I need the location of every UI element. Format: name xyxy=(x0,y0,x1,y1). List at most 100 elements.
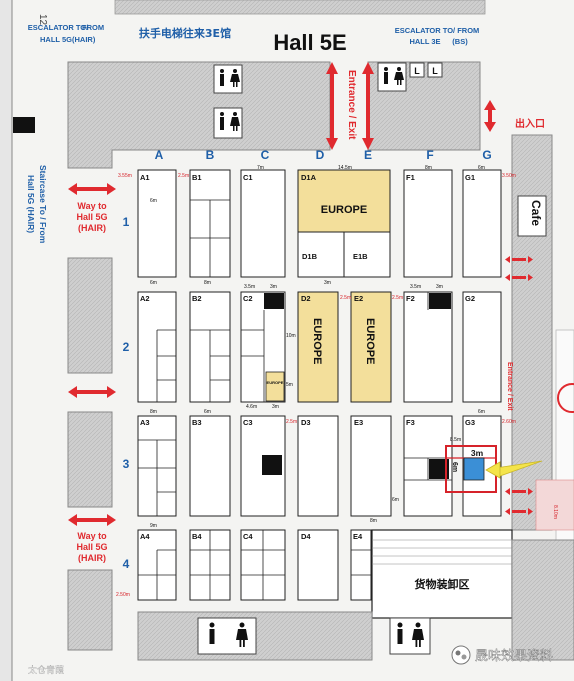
left-grey-block-3 xyxy=(67,569,113,651)
escalator-3e-line3: (BS) xyxy=(452,37,468,46)
toilet-icon xyxy=(220,69,240,87)
row-3-header: 3 xyxy=(123,457,130,471)
cafe-label: Cafe xyxy=(529,200,543,226)
booth-a1[interactable] xyxy=(137,169,177,278)
booth-d2[interactable] xyxy=(297,291,339,403)
booth-e4[interactable] xyxy=(350,529,372,601)
watermark-left-text: 太仓青葭 xyxy=(28,664,64,676)
chinese-escalator-label: 扶手电梯往来3E馆 xyxy=(139,26,231,40)
far-right-circle xyxy=(557,383,574,413)
dim-c2-10m: 10m xyxy=(286,333,296,339)
dim-e3-bottom: 8m xyxy=(370,518,377,524)
cargo-area xyxy=(371,529,513,619)
highlight-depth-label: 6m xyxy=(451,462,458,472)
dim-e2-f2: 2.5m xyxy=(392,295,403,301)
column-f-header: F xyxy=(426,148,433,162)
booth-g2[interactable] xyxy=(462,291,502,403)
dim-far-right: 8.10m xyxy=(552,505,558,519)
entrance-exit-label: Entrance / Exit xyxy=(346,70,357,140)
c2-black-block xyxy=(264,293,284,309)
staircase-line1: Staircase To / From xyxy=(38,165,48,244)
toilet-icon xyxy=(384,67,404,85)
booth-g1[interactable] xyxy=(462,169,502,278)
escalator-5g-line4: (HAIR) xyxy=(72,35,96,44)
row-1-header: 1 xyxy=(123,215,130,229)
entrance-exit-right-label: Entrance / Exit xyxy=(506,362,513,411)
way-to-5g-bottom-arrow xyxy=(68,514,116,526)
left-mid-arrow xyxy=(68,386,116,398)
chukou-label: 出入口 xyxy=(515,117,545,130)
booth-d4-label: D4 xyxy=(301,532,311,541)
right-top-arrow xyxy=(484,100,496,132)
c2-europe-booth[interactable] xyxy=(265,371,285,402)
dim-g1-top: 6m xyxy=(478,165,485,171)
highlighted-booth[interactable] xyxy=(463,457,485,481)
booth-e2[interactable] xyxy=(350,291,392,403)
booth-e2-label: E2 xyxy=(354,294,363,303)
staircase-line2: Hall 5G (HAIR) xyxy=(26,175,36,233)
lift-box-2 xyxy=(427,62,443,78)
booth-a4-label: A4 xyxy=(140,532,150,541)
booth-b2-label: B2 xyxy=(192,294,202,303)
way-to-5g-bottom-line2: Hall 5G xyxy=(76,542,107,552)
way-to-5g-top-line1: Way to xyxy=(77,201,107,211)
booth-g2-label: G2 xyxy=(465,294,475,303)
escalator-3e-line1: ESCALATOR TO/ FROM xyxy=(395,26,480,35)
booth-e3[interactable] xyxy=(350,415,392,517)
cargo-stripes xyxy=(372,539,512,565)
booth-b3[interactable] xyxy=(189,415,231,517)
europe-label-d2: EUROPE xyxy=(311,318,323,364)
dim-left-bottom: 2.50m xyxy=(116,592,130,598)
column-g-header: G xyxy=(482,148,491,162)
service-core-left xyxy=(67,61,331,169)
booth-d4[interactable] xyxy=(297,529,339,601)
dim-f3-6m: 6m xyxy=(392,497,399,503)
dim-b-row23: 6m xyxy=(204,409,211,415)
booth-e3-label: E3 xyxy=(354,418,363,427)
booth-f2[interactable] xyxy=(403,291,453,403)
booth-d2-label: D2 xyxy=(301,294,311,303)
lift-box-1 xyxy=(409,62,425,78)
f3-black-block xyxy=(429,459,449,479)
dim-f1-top: 8m xyxy=(425,165,432,171)
booth-g3-label: G3 xyxy=(465,418,475,427)
booth-b3-label: B3 xyxy=(192,418,202,427)
row-1: A1 B1 C1 D1A EUROPE D1B E1B F1 G1 xyxy=(137,169,502,278)
top-escalator-strip xyxy=(114,0,486,15)
column-b-header: B xyxy=(206,148,215,162)
c3-black-block xyxy=(262,455,282,475)
dim-c2-35: 3.5m xyxy=(244,284,255,290)
row-4: A4 B4 C4 D4 E4 xyxy=(137,529,372,601)
escalator-5g-line2: FROM xyxy=(82,23,104,32)
escalator-3e-line2: HALL 3E xyxy=(409,37,440,46)
booth-f1-label: F1 xyxy=(406,173,415,182)
dim-left-top: 3.55m xyxy=(118,173,132,179)
column-c-header: C xyxy=(261,148,270,162)
dim-d2-e2: 2.5m xyxy=(340,295,351,301)
booth-d1a[interactable] xyxy=(297,169,391,233)
booth-a1-label: A1 xyxy=(140,173,150,182)
way-to-5g-bottom-line3: (HAIR) xyxy=(78,553,106,563)
dim-right-mid: 2.60m xyxy=(502,419,516,425)
europe-label-d1a: EUROPE xyxy=(321,204,367,216)
dim-d1-top: 14.5m xyxy=(338,165,352,171)
booth-d3[interactable] xyxy=(297,415,339,517)
right-service-block xyxy=(511,134,553,531)
dim-a-row34: 9m xyxy=(150,523,157,529)
left-wall xyxy=(0,0,12,681)
dim-d-row12: 3m xyxy=(324,280,331,286)
watermark-icon xyxy=(451,645,471,665)
booth-c1[interactable] xyxy=(240,169,286,278)
left-grey-block-1 xyxy=(67,257,113,374)
way-to-5g-top-line2: Hall 5G xyxy=(76,212,107,222)
booth-f2-label: F2 xyxy=(406,294,415,303)
hall-title: Hall 5E xyxy=(273,30,346,55)
dim-c2-3m-b: 3m xyxy=(272,404,279,410)
booth-a2-label: A2 xyxy=(140,294,150,303)
booth-d1a-label: D1A xyxy=(301,173,317,182)
booth-f3-label: F3 xyxy=(406,418,415,427)
dim-a1-6m: 6m xyxy=(150,198,157,204)
booth-f1[interactable] xyxy=(403,169,453,278)
dim-a1-b1: 2.5m xyxy=(178,173,189,179)
way-to-5g-top-line3: (HAIR) xyxy=(78,223,106,233)
